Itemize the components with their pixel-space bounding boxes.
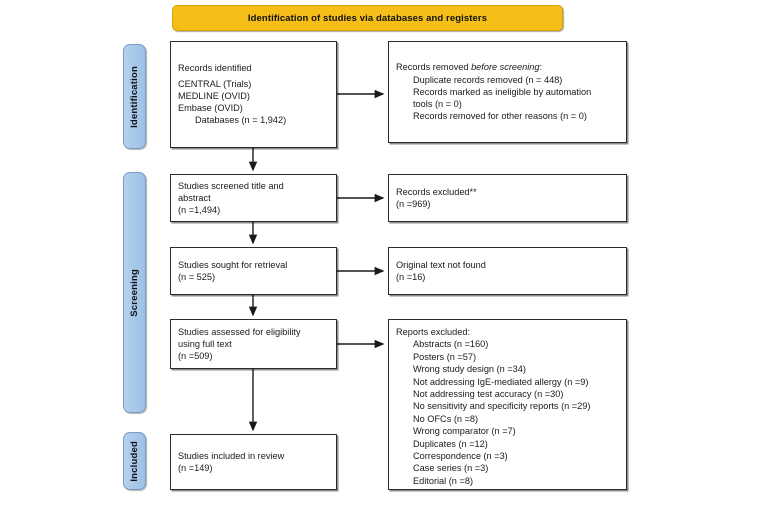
reports-excluded-item: Correspondence (n =3) [413,451,508,462]
records-removed-line-3: Records removed for other reasons (n = 0… [413,111,587,122]
studies-included-line-0: Studies included in review [178,450,285,461]
box-studies-sought-for-retrieval: Studies sought for retrieval (n = 525) [170,247,337,295]
records-excluded-line-0: Records excluded** [396,186,477,197]
reports-excluded-item: Abstracts (n =160) [413,339,489,350]
reports-excluded-item: No OFCs (n =8) [413,413,479,424]
studies-screened-line-2: (n =1,494) [178,205,221,216]
box-original-text-not-found: Original text not found (n =16) [388,247,627,295]
box-studies-included-in-review: Studies included in review (n =149) [170,434,337,490]
reports-excluded-title: Reports excluded: [396,327,471,337]
records-removed-title-italic: before screening [471,62,540,73]
records-removed-title: Records removed before screening: [396,61,619,73]
studies-sought-line-0: Studies sought for retrieval [178,259,288,270]
reports-excluded-item: Posters (n =57) [413,351,477,362]
records-removed-line-2: tools (n = 0) [413,99,462,110]
stage-label-included: Included [123,432,146,490]
reports-excluded-item-list: Abstracts (n =160)Posters (n =57) Wrong s… [396,338,619,487]
original-text-not-found-line-1: (n =16) [396,272,426,282]
studies-assessed-line-2: (n =509) [178,351,213,362]
reports-excluded-item: Case series (n =3) [413,463,489,474]
studies-assessed-line-0: Studies assessed for eligibility [178,326,301,337]
stage-label-included-text: Included [129,440,140,482]
records-removed-line-1: Records marked as ineligible by automati… [413,86,592,97]
reports-excluded-item: Not addressing test accuracy (n =30) [413,389,564,400]
original-text-not-found-line-0: Original text not found [396,259,486,270]
stage-label-screening-text: Screening [129,268,140,317]
box-reports-excluded: Reports excluded: Abstracts (n =160)Post… [388,319,627,490]
records-removed-title-suffix: : [539,62,543,73]
records-excluded-line-1: (n =969) [396,199,431,209]
stage-label-identification-text: Identification [129,65,140,128]
banner-identification: Identification of studies via databases … [172,5,563,31]
banner-title: Identification of studies via databases … [247,12,488,24]
studies-screened-line-1: abstract [178,192,211,203]
studies-included-line-1: (n =149) [178,463,213,473]
records-identified-line-4: Databases (n = 1,942) [195,115,287,126]
records-identified-line-0: Records identified [178,63,252,74]
reports-excluded-item: Wrong comparator (n =7) [413,426,516,437]
box-studies-assessed-eligibility: Studies assessed for eligibility using f… [170,319,337,369]
reports-excluded-item: Duplicates (n =12) [413,438,488,449]
box-records-removed-before-screening: Records removed before screening: Duplic… [388,41,627,143]
reports-excluded-item: Editorial (n =8) [413,475,474,486]
reports-excluded-item: No sensitivity and specificity reports (… [413,401,591,412]
studies-screened-line-0: Studies screened title and [178,180,284,191]
records-identified-line-3: Embase (OVID) [178,103,243,114]
stage-label-identification: Identification [123,44,146,149]
reports-excluded-item: Wrong study design (n =34) [413,364,526,375]
stage-label-screening: Screening [123,172,146,413]
box-studies-screened: Studies screened title and abstract (n =… [170,174,337,222]
records-removed-line-0: Duplicate records removed (n = 448) [413,74,563,85]
records-identified-line-2: MEDLINE (OVID) [178,90,250,101]
records-identified-line-1: CENTRAL (Trials) [178,78,252,89]
studies-assessed-line-1: using full text [178,338,232,349]
box-records-excluded: Records excluded** (n =969) [388,174,627,222]
records-removed-title-plain: Records removed [396,62,472,73]
reports-excluded-item: Not addressing IgE-mediated allergy (n =… [413,376,589,387]
box-records-identified: Records identified CENTRAL (Trials) MEDL… [170,41,337,148]
studies-sought-line-1: (n = 525) [178,272,216,282]
